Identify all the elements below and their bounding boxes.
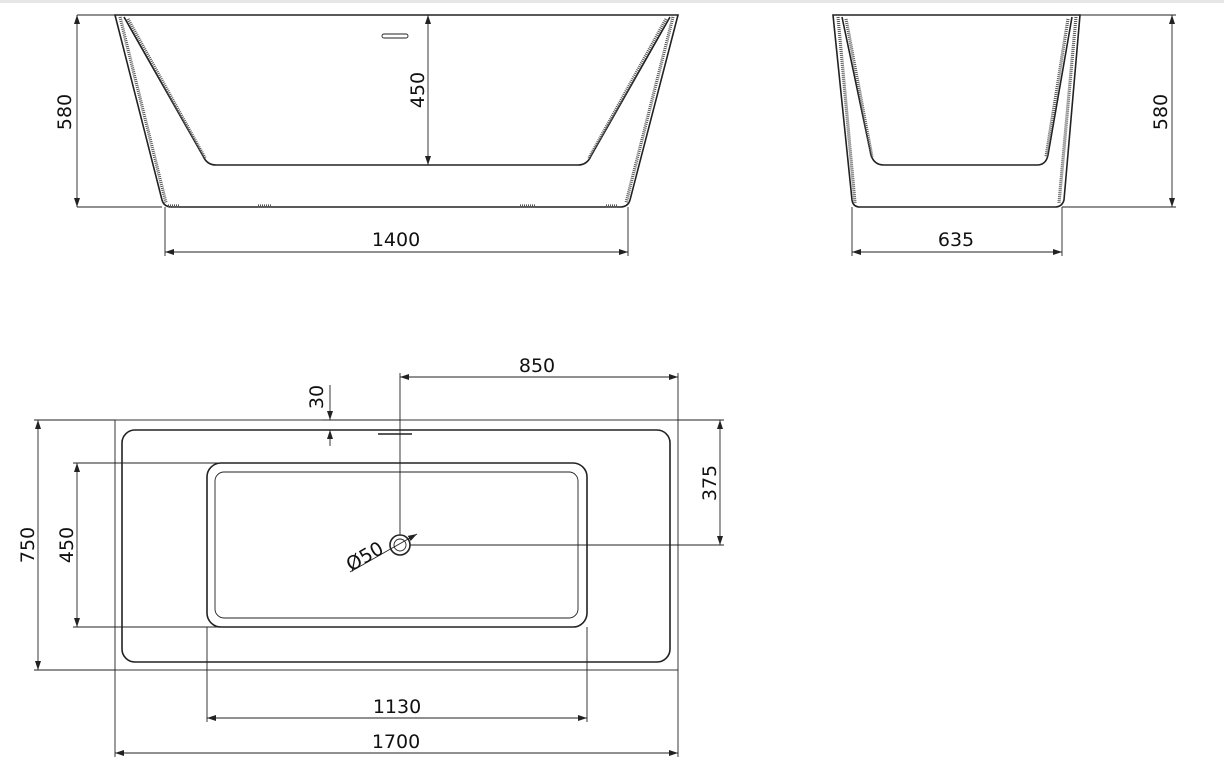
- front-view: 580 450 1400: [54, 14, 680, 256]
- front-wall-hatch: [118, 16, 675, 204]
- dim-front-depth: 450: [407, 72, 429, 108]
- tub-rim: [121, 429, 671, 663]
- dim-side-height: 580: [1150, 94, 1172, 130]
- dim-basin-length: 1130: [373, 696, 421, 718]
- drain-inner: [393, 538, 407, 552]
- dim-front-base: 1400: [372, 229, 420, 251]
- dim-drain-side: 375: [699, 465, 721, 501]
- dim-drain-diameter: Ø50: [343, 537, 388, 576]
- top-view: 750 450 375 850 30 Ø50 1130 1700: [17, 355, 724, 757]
- front-outer-profile: [113, 14, 680, 208]
- front-inner-profile: [123, 16, 671, 166]
- side-inner-profile: [841, 16, 1073, 166]
- dim-total-width: 750: [17, 527, 39, 563]
- dim-total-length: 1700: [372, 731, 420, 753]
- drain-outer: [389, 534, 411, 556]
- dim-basin-width: 450: [56, 527, 78, 563]
- dim-overflow: 30: [306, 385, 328, 409]
- top-border: [0, 0, 1224, 3]
- dim-front-height: 580: [54, 94, 76, 130]
- side-view: 580 635: [832, 14, 1176, 256]
- side-outer-profile: [832, 14, 1081, 208]
- dim-drain-end: 850: [519, 355, 555, 377]
- overflow-slot: [381, 33, 409, 39]
- dim-side-base: 635: [938, 229, 974, 251]
